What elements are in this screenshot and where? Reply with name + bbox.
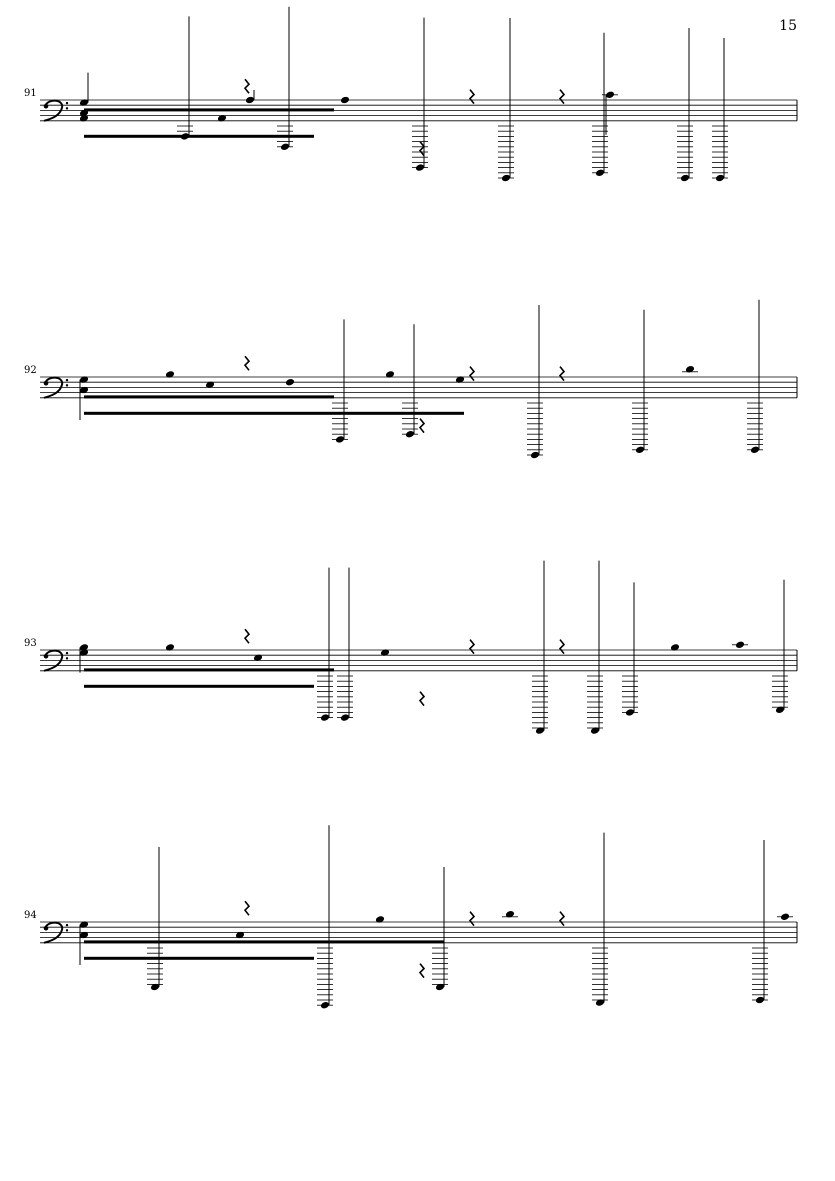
clef-dot — [43, 103, 49, 109]
clef-dot — [65, 929, 69, 932]
clef-dot — [65, 657, 69, 660]
notehead — [79, 109, 89, 117]
clef-dot — [43, 925, 49, 931]
clef-dot — [65, 101, 69, 105]
clef-dot — [65, 378, 69, 382]
notehead — [535, 727, 545, 734]
notehead — [505, 911, 515, 918]
beam — [84, 956, 314, 960]
quarter-rest-icon — [418, 141, 426, 157]
notehead — [625, 709, 635, 716]
measure-number: 92 — [24, 365, 37, 376]
notehead — [79, 99, 89, 106]
quarter-rest-icon — [418, 963, 426, 979]
quarter-rest-icon — [558, 911, 566, 927]
notehead — [150, 983, 160, 991]
notehead — [680, 174, 690, 182]
notehead — [755, 996, 765, 1004]
measure-number: 93 — [24, 638, 37, 649]
quarter-rest-icon — [468, 911, 476, 927]
clef-dot — [65, 384, 69, 387]
notehead — [340, 714, 350, 721]
clef-dot — [43, 380, 49, 386]
bass-clef-icon — [43, 376, 64, 399]
quarter-rest-icon — [558, 639, 566, 655]
notehead — [320, 714, 330, 721]
notehead — [235, 931, 245, 939]
clef-dot — [65, 651, 69, 655]
notehead — [79, 644, 89, 651]
quarter-rest-icon — [558, 89, 566, 105]
notehead — [375, 916, 385, 923]
notehead — [735, 641, 745, 648]
beam — [84, 395, 334, 399]
notehead — [590, 727, 600, 734]
clef-dot — [65, 923, 69, 927]
notehead — [635, 446, 645, 453]
quarter-rest-icon — [243, 900, 251, 916]
notehead — [775, 706, 785, 713]
notehead — [750, 446, 760, 453]
notehead — [79, 376, 89, 383]
quarter-rest-icon — [558, 366, 566, 382]
bass-clef-icon — [43, 921, 64, 944]
notehead — [780, 913, 790, 920]
notehead — [605, 91, 615, 98]
clef-dot — [65, 107, 69, 110]
quarter-rest-icon — [243, 78, 251, 94]
quarter-rest-icon — [468, 366, 476, 382]
notehead — [415, 164, 425, 171]
notehead — [79, 649, 89, 656]
bass-clef-icon — [43, 649, 64, 672]
notehead — [715, 174, 725, 182]
notehead — [530, 451, 540, 459]
beam — [84, 684, 314, 688]
notehead — [245, 96, 255, 104]
notehead — [180, 133, 190, 140]
notehead — [685, 366, 695, 373]
notehead — [165, 371, 175, 378]
quarter-rest-icon — [418, 691, 426, 707]
beam — [84, 668, 334, 672]
beam — [84, 134, 314, 138]
page-number: 15 — [779, 18, 797, 34]
notehead — [79, 386, 89, 394]
quarter-rest-icon — [418, 418, 426, 434]
beam — [84, 940, 444, 944]
notehead — [405, 431, 415, 438]
quarter-rest-icon — [468, 639, 476, 655]
notehead — [335, 436, 345, 443]
notehead — [455, 376, 465, 383]
notehead — [253, 654, 263, 661]
quarter-rest-icon — [468, 89, 476, 105]
notehead — [165, 644, 175, 651]
bass-clef-icon — [43, 99, 64, 122]
beam — [84, 108, 334, 112]
notehead — [670, 644, 680, 651]
notehead — [285, 379, 295, 386]
measure-number: 94 — [24, 910, 37, 921]
notehead — [320, 1002, 330, 1009]
notehead — [501, 174, 511, 182]
clef-dot — [43, 653, 49, 659]
measure-number: 91 — [24, 88, 37, 99]
quarter-rest-icon — [243, 355, 251, 371]
notehead — [217, 115, 227, 122]
notehead — [595, 169, 605, 176]
notehead — [280, 143, 290, 150]
notehead — [340, 96, 350, 104]
notehead — [380, 649, 390, 656]
notehead — [205, 381, 215, 388]
quarter-rest-icon — [243, 628, 251, 644]
beam — [84, 411, 464, 415]
notehead — [79, 921, 89, 928]
notehead — [385, 371, 395, 378]
notehead — [435, 983, 445, 991]
notehead — [79, 115, 89, 122]
notehead — [595, 999, 605, 1006]
notehead — [79, 931, 89, 939]
